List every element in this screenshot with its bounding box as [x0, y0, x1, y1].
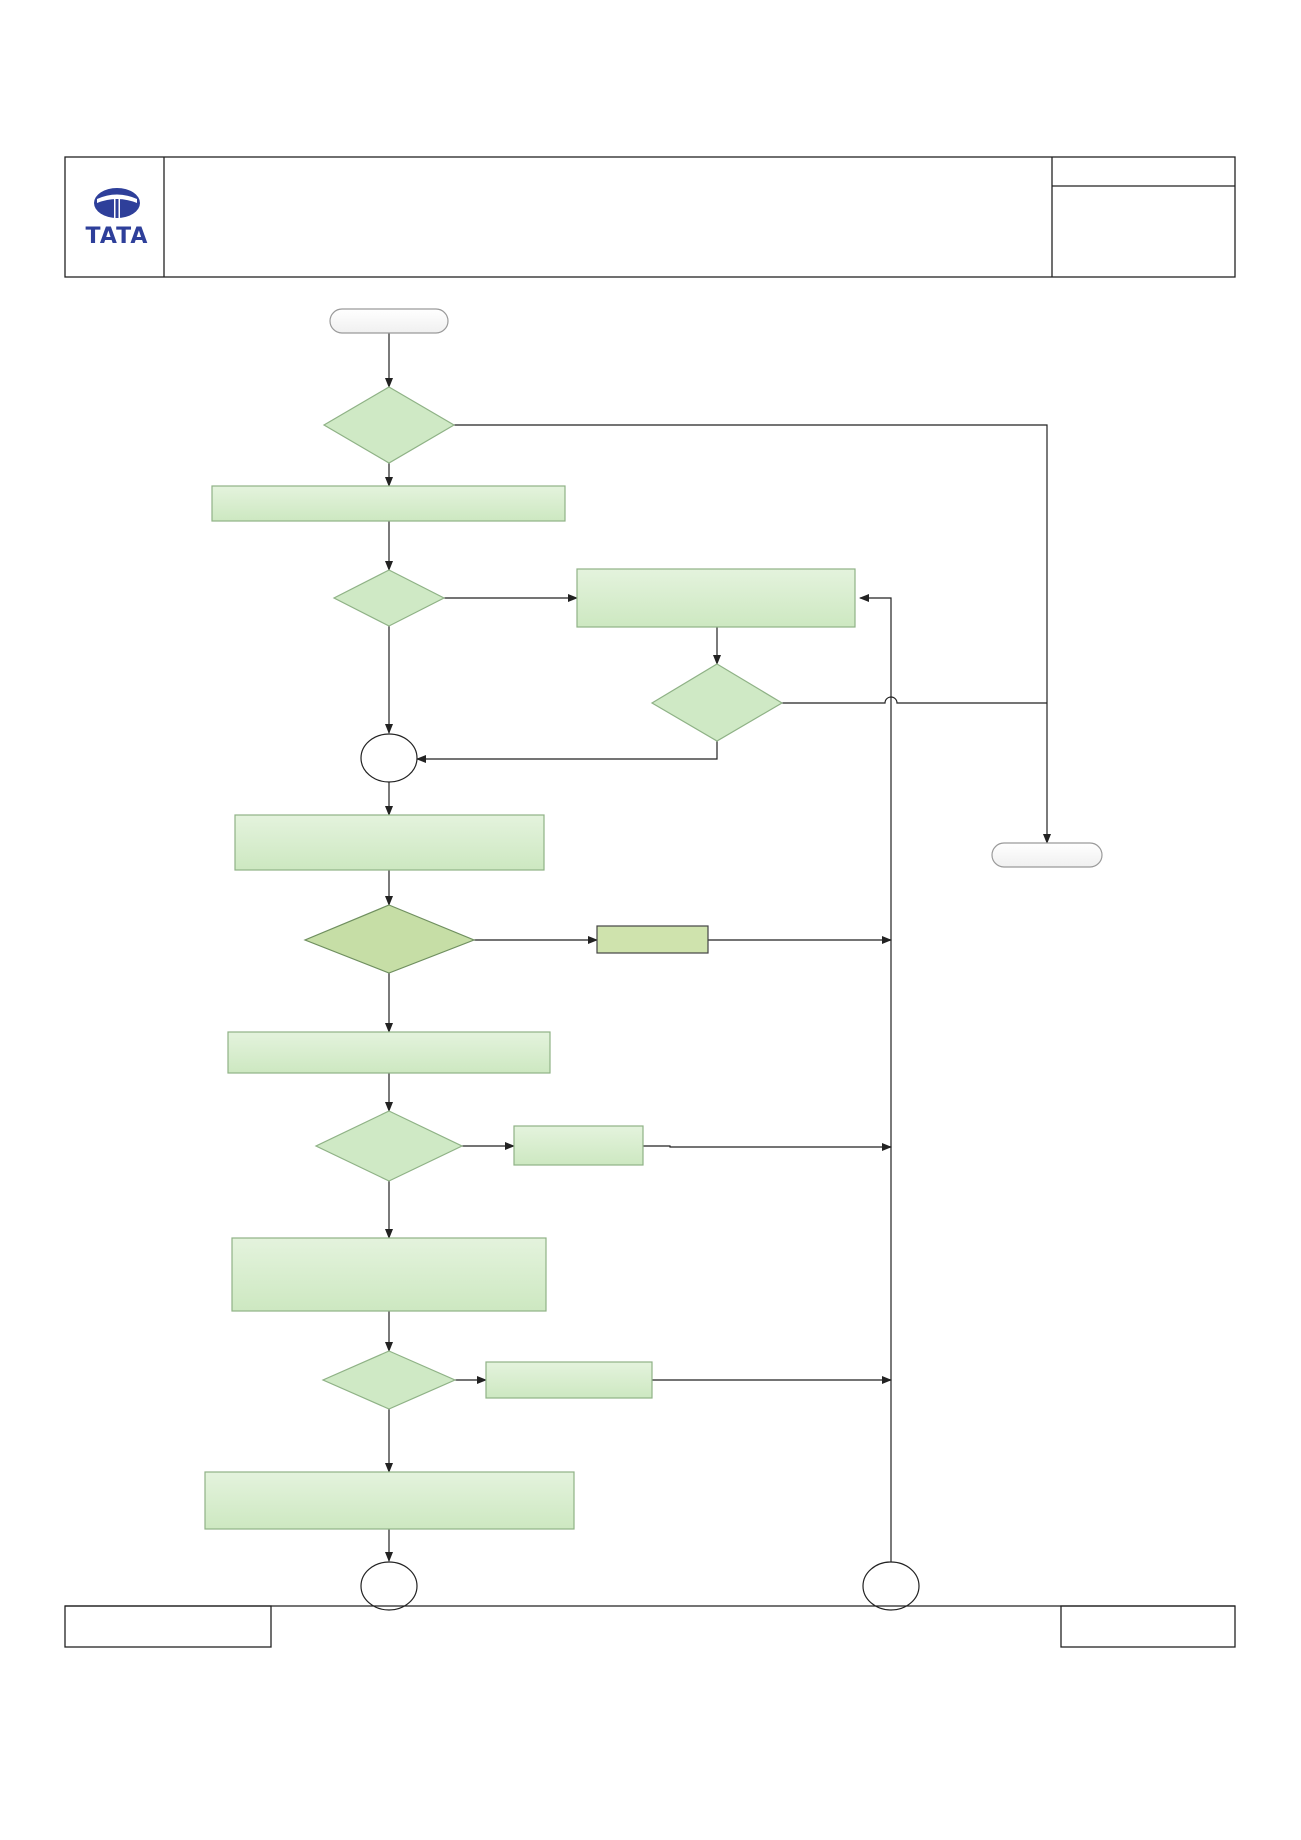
start-terminal: [329, 308, 449, 334]
flow-shapes: [204, 308, 1103, 1611]
process-box: [596, 925, 709, 954]
end-terminal: [991, 842, 1103, 868]
process-box: [576, 568, 856, 628]
off-page-connector-circle: [862, 1561, 920, 1611]
process-box: [234, 814, 545, 871]
connector: [782, 696, 1047, 704]
process-box: [204, 1471, 575, 1530]
decision-diamond: [314, 1110, 464, 1182]
footer-right-box: [1060, 1605, 1236, 1648]
header-frame: [64, 156, 1236, 278]
footer-left-box: [64, 1605, 272, 1648]
tata-logo-text: TATA: [86, 224, 149, 249]
decision-diamond: [322, 386, 456, 464]
process-box: [513, 1125, 644, 1166]
connector: [859, 594, 892, 1562]
process-box: [211, 485, 566, 522]
on-page-connector-circle: [360, 733, 418, 783]
process-box: [227, 1031, 551, 1074]
document-header: TATA: [64, 156, 1236, 278]
decision-diamond: [332, 569, 446, 627]
tata-logo-icon: [94, 188, 140, 218]
decision-diamond: [303, 904, 476, 974]
off-page-connector-circle: [360, 1561, 418, 1611]
decision-diamond: [650, 663, 784, 742]
process-box: [485, 1361, 653, 1399]
connectors: [385, 333, 1051, 1562]
connector: [454, 424, 1051, 844]
decision-diamond: [321, 1350, 457, 1410]
process-box: [231, 1237, 547, 1312]
connector: [643, 1143, 892, 1151]
document-footer: [64, 1605, 1236, 1648]
connector: [416, 741, 718, 763]
